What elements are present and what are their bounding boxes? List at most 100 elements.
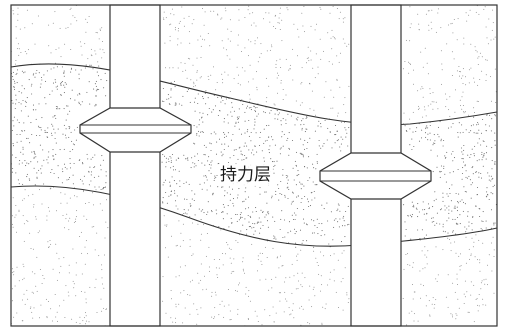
soil-speckle: [467, 154, 469, 156]
soil-speckle: [469, 179, 471, 181]
soil-speckle: [477, 64, 479, 65]
soil-speckle: [455, 233, 457, 235]
soil-speckle: [66, 105, 68, 107]
soil-speckle: [106, 199, 107, 201]
soil-speckle: [204, 11, 206, 13]
soil-speckle: [255, 25, 257, 27]
soil-speckle: [36, 256, 38, 258]
soil-speckle: [321, 322, 323, 324]
soil-speckle: [193, 303, 195, 305]
soil-speckle: [100, 188, 102, 191]
soil-speckle: [63, 75, 65, 77]
soil-speckle: [223, 206, 225, 208]
soil-speckle: [179, 185, 181, 187]
soil-speckle: [282, 118, 284, 120]
soil-speckle: [443, 167, 445, 169]
soil-speckle: [69, 110, 71, 112]
soil-speckle: [68, 272, 70, 274]
soil-speckle: [22, 99, 24, 102]
soil-speckle: [240, 216, 242, 218]
soil-speckle: [66, 213, 68, 215]
soil-speckle: [430, 21, 432, 23]
soil-speckle: [250, 109, 252, 111]
soil-speckle: [277, 114, 279, 116]
soil-speckle: [75, 69, 77, 71]
soil-speckle: [107, 227, 109, 229]
soil-speckle: [242, 261, 244, 263]
soil-speckle: [253, 128, 255, 130]
soil-speckle: [315, 168, 317, 170]
soil-speckle: [163, 215, 165, 217]
soil-speckle: [290, 203, 292, 205]
soil-speckle: [241, 216, 243, 218]
soil-speckle: [341, 121, 342, 123]
soil-speckle: [273, 103, 275, 105]
soil-speckle: [52, 82, 55, 84]
soil-speckle: [162, 201, 164, 203]
soil-speckle: [312, 181, 314, 183]
soil-speckle: [57, 177, 59, 179]
soil-speckle: [481, 56, 483, 58]
soil-speckle: [442, 145, 444, 147]
soil-speckle: [288, 147, 290, 149]
soil-speckle: [344, 267, 346, 269]
soil-speckle: [42, 149, 44, 151]
soil-speckle: [301, 305, 303, 307]
soil-speckle: [174, 200, 177, 202]
soil-speckle: [445, 296, 447, 298]
soil-speckle: [70, 7, 72, 9]
soil-speckle: [461, 199, 463, 201]
soil-speckle: [272, 306, 274, 308]
soil-speckle: [208, 170, 210, 172]
soil-speckle: [480, 172, 482, 175]
soil-speckle: [200, 233, 202, 235]
soil-speckle: [326, 202, 328, 204]
soil-speckle: [96, 71, 98, 73]
soil-speckle: [184, 62, 186, 64]
soil-speckle: [234, 125, 236, 127]
soil-speckle: [478, 129, 480, 131]
soil-speckle: [278, 17, 280, 19]
soil-speckle: [339, 146, 341, 148]
soil-speckle: [440, 138, 442, 140]
soil-speckle: [476, 51, 478, 53]
soil-speckle: [190, 79, 192, 81]
soil-speckle: [272, 139, 274, 141]
soil-speckle: [489, 114, 491, 116]
soil-speckle: [493, 292, 495, 294]
soil-speckle: [470, 281, 472, 283]
soil-speckle: [177, 44, 179, 46]
soil-speckle: [13, 86, 15, 88]
soil-speckle: [184, 265, 186, 267]
soil-speckle: [293, 275, 295, 277]
soil-speckle: [78, 92, 80, 94]
soil-speckle: [169, 181, 171, 183]
soil-speckle: [491, 118, 493, 120]
soil-speckle: [34, 43, 36, 45]
soil-speckle: [279, 7, 281, 9]
soil-speckle: [218, 163, 220, 165]
soil-speckle: [66, 168, 68, 170]
soil-speckle: [85, 315, 87, 317]
soil-speckle: [321, 324, 323, 326]
soil-speckle: [306, 147, 308, 150]
soil-speckle: [22, 215, 24, 217]
soil-speckle: [454, 111, 456, 113]
soil-speckle: [99, 29, 101, 31]
soil-speckle: [259, 252, 261, 254]
soil-speckle: [101, 57, 103, 59]
soil-speckle: [463, 303, 465, 304]
soil-speckle: [200, 131, 202, 133]
soil-speckle: [82, 191, 84, 193]
soil-speckle: [33, 292, 34, 294]
soil-speckle: [227, 122, 229, 124]
soil-speckle: [48, 247, 49, 248]
soil-speckle: [85, 240, 87, 242]
soil-speckle: [213, 94, 215, 96]
soil-speckle: [170, 160, 172, 162]
soil-speckle: [303, 208, 305, 211]
soil-speckle: [259, 279, 261, 281]
soil-speckle: [300, 83, 302, 85]
soil-speckle: [207, 160, 209, 162]
soil-speckle: [207, 33, 209, 34]
